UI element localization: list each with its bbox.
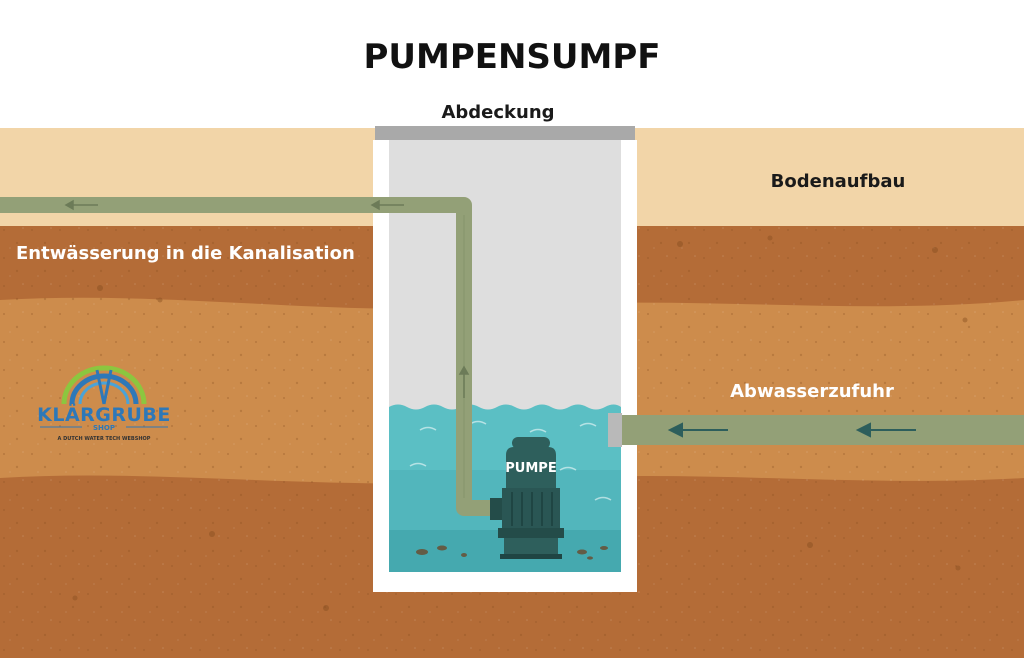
discharge-pipe (0, 197, 494, 516)
arrow-left-icon (64, 199, 98, 211)
label-inflow: Abwasserzufuhr (730, 381, 894, 402)
arrow-left-icon (370, 199, 404, 211)
logo-name: KLÄRGRUBE (37, 402, 171, 426)
cover-lid (375, 126, 635, 140)
label-cover: Abdeckung (441, 102, 554, 123)
klaergrube-logo: KLÄRGRUBE SHOP A DUTCH WATER TECH WEBSHO… (37, 365, 171, 442)
inflow-pipe-flange (608, 413, 622, 447)
arrow-left-icon (667, 422, 728, 438)
arrow-up-icon (458, 365, 470, 398)
background (0, 0, 1024, 128)
submersible-pump (490, 437, 564, 559)
logo-arc-icon (61, 365, 147, 405)
logo-tagline: A DUTCH WATER TECH WEBSHOP (58, 436, 151, 442)
logo-shop: SHOP (93, 424, 115, 432)
pump-label: PUMPE (505, 461, 556, 476)
page-title: PUMPENSUMPF (363, 37, 660, 77)
arrow-left-icon (855, 422, 916, 438)
label-soil-layer: Bodenaufbau (771, 171, 906, 192)
label-discharge: Entwässerung in die Kanalisation (16, 243, 355, 264)
